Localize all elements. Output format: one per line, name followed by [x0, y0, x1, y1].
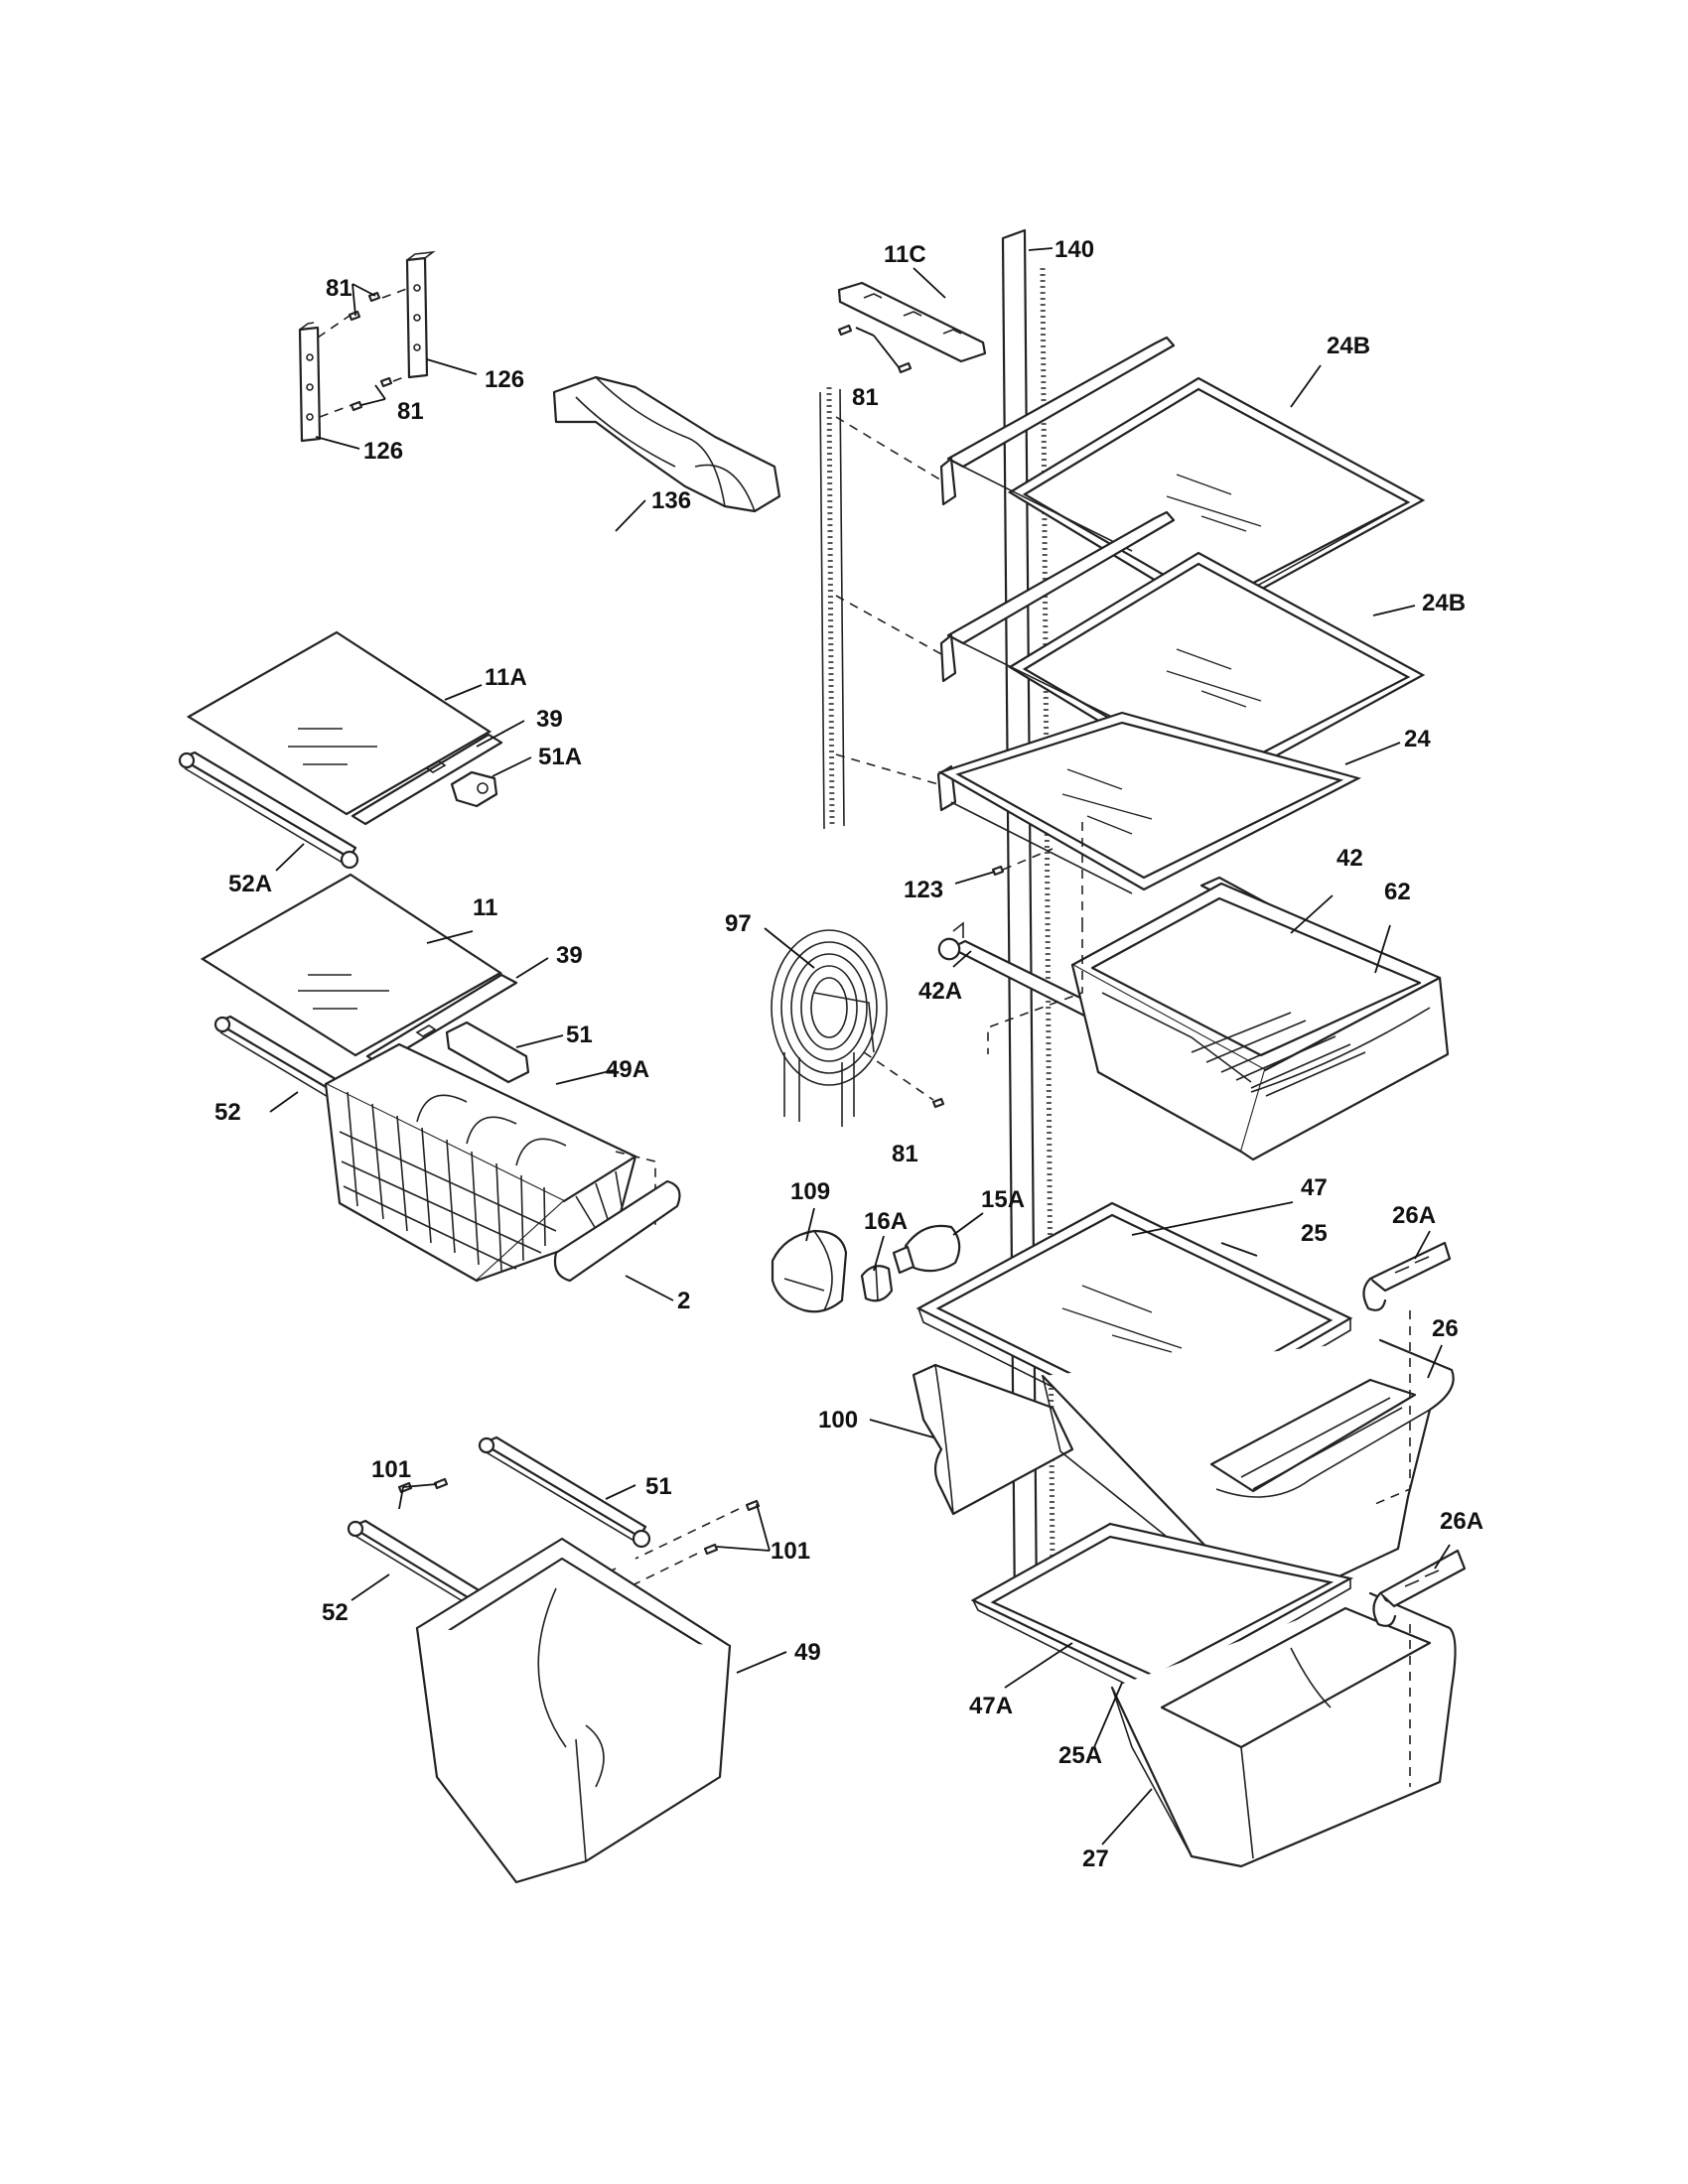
label-26: 26	[1432, 1315, 1459, 1342]
ladder-strip	[819, 386, 845, 830]
label-97: 97	[725, 910, 752, 937]
label-24: 24	[1404, 726, 1431, 752]
label-123: 123	[904, 877, 943, 903]
shelf-11-glass	[200, 873, 503, 1057]
trim-strip-2	[553, 1179, 681, 1283]
label-126-b: 126	[363, 438, 403, 465]
leader-lines	[269, 247, 1451, 1845]
label-11A: 11A	[485, 664, 527, 691]
rail-52A	[178, 751, 359, 870]
bulb-15A	[892, 1224, 961, 1275]
label-52-a: 52	[214, 1099, 241, 1126]
crisper-pan-62	[1070, 882, 1450, 1161]
label-26A-b: 26A	[1440, 1508, 1483, 1535]
label-81-a: 81	[326, 275, 352, 302]
label-51-b: 51	[645, 1473, 672, 1500]
label-26A-a: 26A	[1392, 1202, 1436, 1229]
label-11: 11	[473, 894, 497, 921]
rail-51-lower	[478, 1435, 651, 1549]
label-49A: 49A	[606, 1056, 649, 1083]
trim-39-upper	[351, 733, 503, 826]
bracket-26A-lower	[1372, 1549, 1467, 1627]
bracket-26A-upper	[1362, 1241, 1452, 1311]
callout-labels: 140 11C 81 126 81 126 81 24B 136 24B 11A…	[214, 236, 1483, 1872]
slide-51-upper	[445, 1021, 530, 1084]
label-140: 140	[1055, 236, 1094, 263]
label-51-a: 51	[566, 1022, 593, 1048]
label-25A: 25A	[1058, 1742, 1102, 1769]
pan-49	[415, 1537, 732, 1884]
shelf-11A-glass	[186, 630, 492, 816]
label-126-a: 126	[485, 366, 524, 393]
bracket-126-upper	[405, 250, 436, 379]
label-47A: 47A	[969, 1693, 1013, 1719]
condenser-coil-97	[771, 929, 888, 1127]
label-47: 47	[1301, 1174, 1328, 1201]
label-81-b: 81	[397, 398, 424, 425]
bracket-126-lower	[298, 322, 322, 443]
label-100: 100	[818, 1407, 858, 1433]
screw-123	[991, 865, 1005, 877]
label-136: 136	[651, 487, 691, 514]
part-11C	[837, 281, 987, 363]
screw-81-coil	[931, 1097, 945, 1109]
socket-16A	[860, 1264, 894, 1302]
label-39-a: 39	[536, 706, 563, 733]
label-39-b: 39	[556, 942, 583, 969]
label-11C: 11C	[884, 241, 926, 268]
lamp-cover-109	[771, 1229, 848, 1313]
label-15A: 15A	[981, 1186, 1025, 1213]
label-52A: 52A	[228, 871, 272, 897]
label-52-b: 52	[322, 1599, 349, 1626]
label-25: 25	[1301, 1220, 1328, 1247]
label-109: 109	[790, 1178, 830, 1205]
shelf-24B-lower	[939, 510, 1426, 792]
slide-51A	[450, 770, 498, 808]
crisper-cover-25A	[970, 1522, 1354, 1701]
label-101-a: 101	[371, 1456, 411, 1483]
label-81-c: 81	[852, 384, 879, 411]
label-101-b: 101	[771, 1538, 810, 1565]
label-16A: 16A	[864, 1208, 908, 1235]
crisper-drawer-26	[1041, 1338, 1455, 1612]
cover-panel-100	[912, 1363, 1074, 1516]
label-81-d: 81	[892, 1141, 918, 1167]
part-136-bracket	[552, 375, 781, 513]
label-24B-a: 24B	[1327, 333, 1370, 359]
label-24B-b: 24B	[1422, 590, 1466, 616]
label-51A: 51A	[538, 744, 582, 770]
label-2: 2	[677, 1288, 690, 1314]
label-42: 42	[1336, 845, 1363, 872]
label-27: 27	[1082, 1845, 1109, 1872]
screw-81-11C	[837, 324, 913, 374]
label-62: 62	[1384, 879, 1411, 905]
shelf-24	[936, 711, 1361, 894]
label-42A: 42A	[918, 978, 962, 1005]
crisper-drawer-27	[1110, 1591, 1457, 1868]
wire-basket-49A	[324, 1042, 637, 1283]
label-49: 49	[794, 1639, 821, 1666]
